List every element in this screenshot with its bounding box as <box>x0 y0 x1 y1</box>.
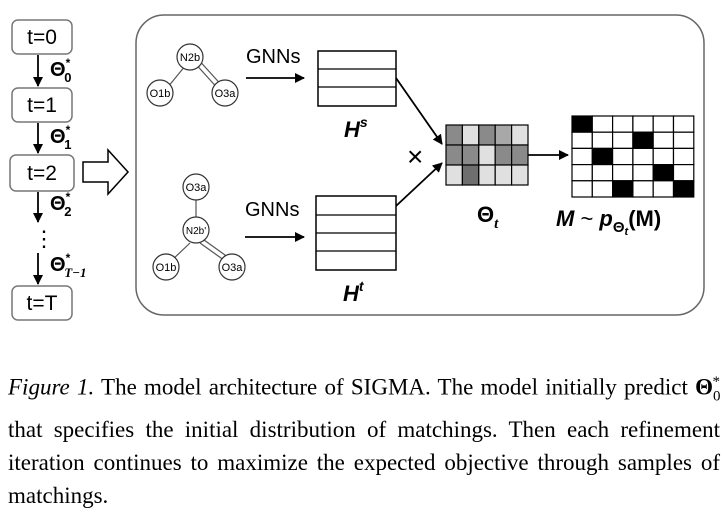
matching-cell <box>652 131 675 149</box>
times-symbol: × <box>407 141 423 172</box>
matching-cell <box>591 180 614 198</box>
matching-cell <box>571 115 593 133</box>
node-o3a-top <box>182 173 210 201</box>
theta-2-label: Θ*2 <box>50 190 71 219</box>
matching-cell <box>591 115 614 133</box>
matching-cell <box>611 131 634 149</box>
figure-caption: Figure 1. The model architecture of SIGM… <box>8 366 721 512</box>
timestep-label-T: t=T <box>27 292 58 315</box>
theta-cell <box>461 144 480 166</box>
timestep-box-1 <box>11 87 73 123</box>
svg-text:O3a: O3a <box>186 182 208 194</box>
theta-cell <box>445 124 463 146</box>
svg-text:N2b: N2b <box>180 52 200 64</box>
caption-theta-sub: 0 <box>713 388 721 405</box>
matching-cell <box>672 131 695 149</box>
timestep-label-1: t=1 <box>27 94 57 117</box>
matching-cell <box>632 180 654 198</box>
matching-cell <box>652 164 675 182</box>
svg-text:N2b': N2b' <box>186 226 206 237</box>
matching-cell <box>591 147 614 166</box>
theta-cell <box>461 164 480 186</box>
caption-text-1: The model architecture of SIGMA. The mod… <box>94 374 696 400</box>
timestep-box-2 <box>9 154 75 192</box>
theta-1-label: Θ*1 <box>50 123 71 152</box>
theta-cell <box>511 124 529 146</box>
model-panel <box>135 14 705 316</box>
gnn-label-source: GNNs <box>246 46 300 68</box>
matching-cell <box>591 164 614 182</box>
node-n2b-prime <box>182 216 210 244</box>
theta-cell <box>511 164 529 186</box>
matching-cell <box>571 180 593 198</box>
matching-cell <box>632 147 654 166</box>
caption-label: Figure 1. <box>8 374 95 400</box>
matching-cell <box>652 180 675 198</box>
node-n2b <box>176 43 204 71</box>
theta-T-label: Θ*T−1 <box>50 251 87 280</box>
hollow-right-arrow <box>82 148 130 196</box>
matching-cell <box>672 164 695 182</box>
matching-cell <box>632 131 654 149</box>
timestep-label-0: t=0 <box>27 26 57 49</box>
caption-theta-sup: * <box>712 374 721 390</box>
sampling-formula: M ~ pΘt(M) <box>556 206 661 238</box>
matching-cell <box>611 164 634 182</box>
matching-cell <box>611 180 634 198</box>
ht-label: Ht <box>343 278 365 306</box>
node-o1b <box>146 79 174 107</box>
arrow-ht-to-theta <box>395 162 443 207</box>
architecture-diagram: t=0 t=1 t=2 t=T ⋮ Θ*0 Θ*1 Θ*2 Θ*T−1 N2b … <box>9 14 705 321</box>
matching-cell <box>632 115 654 133</box>
theta-cell <box>478 124 496 146</box>
theta-cell <box>494 144 513 166</box>
matching-matrix <box>571 115 695 198</box>
svg-text:O3a: O3a <box>215 88 237 100</box>
matching-cell <box>571 147 593 166</box>
matching-cell <box>571 164 593 182</box>
theta-cell <box>445 164 463 186</box>
timestep-box-T <box>11 285 73 321</box>
matching-cell <box>672 115 695 133</box>
theta-cell <box>494 164 513 186</box>
svg-text:O3a: O3a <box>222 262 244 274</box>
timestep-box-0 <box>11 19 73 55</box>
source-graph: N2b O1b O3a <box>146 43 239 107</box>
node-o3a-target <box>218 253 246 281</box>
matching-cell <box>652 147 675 166</box>
matching-cell <box>632 164 654 182</box>
node-o1b-target <box>152 253 180 281</box>
theta-t-label: Θt <box>477 202 499 232</box>
matching-cell <box>672 147 695 166</box>
svg-text:O1b: O1b <box>150 88 171 100</box>
timestep-label-2: t=2 <box>27 162 57 185</box>
theta-matrix <box>445 124 529 186</box>
matching-cell <box>611 147 634 166</box>
theta-0-label: Θ*0 <box>50 56 71 85</box>
embedding-hs <box>317 50 397 107</box>
target-graph: O3a N2b' O1b O3a <box>152 173 246 281</box>
theta-cell <box>511 144 529 166</box>
timeline-ellipsis: ⋮ <box>33 226 55 251</box>
gnn-label-target: GNNs <box>245 199 299 221</box>
arrow-hs-to-theta <box>395 77 443 145</box>
caption-text-2: that specifies the initial distribution … <box>8 417 720 509</box>
theta-cell <box>445 144 463 166</box>
timeline: t=0 t=1 t=2 t=T ⋮ Θ*0 Θ*1 Θ*2 Θ*T−1 <box>9 19 87 321</box>
matching-cell <box>652 115 675 133</box>
theta-cell <box>478 144 496 166</box>
matching-cell <box>672 180 695 198</box>
matching-cell <box>611 115 634 133</box>
theta-cell <box>461 124 480 146</box>
caption-theta: Θ <box>695 374 713 400</box>
matching-cell <box>591 131 614 149</box>
embedding-ht <box>315 195 397 271</box>
hs-label: Hs <box>344 114 368 142</box>
matching-cell <box>571 131 593 149</box>
theta-cell <box>478 164 496 186</box>
svg-text:O1b: O1b <box>156 262 177 274</box>
theta-cell <box>494 124 513 146</box>
node-o3a <box>211 79 239 107</box>
